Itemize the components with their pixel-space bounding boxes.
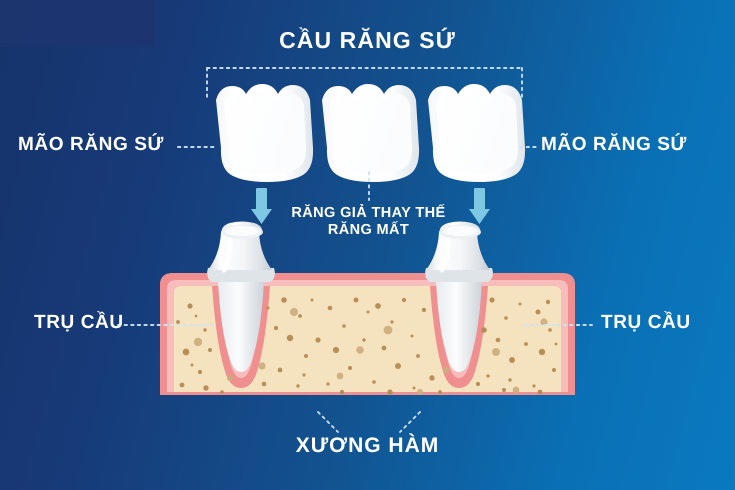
abutment-tooth-left (207, 221, 275, 372)
diagram-title: CẦU RĂNG SỨ (279, 27, 456, 53)
porcelain-crown-left (216, 84, 314, 182)
porcelain-crown-right (428, 84, 526, 182)
label-crown-left: MÃO RĂNG SỨ (18, 134, 164, 155)
placement-arrow-left (251, 188, 272, 224)
leader-lines (117, 67, 593, 433)
label-crown-right: MÃO RĂNG SỨ (541, 134, 687, 155)
label-jawbone: XƯƠNG HÀM (295, 434, 440, 457)
placement-arrow-right (469, 188, 490, 224)
label-abutment-left: TRỤ CẦU (34, 312, 124, 333)
abutment-tooth-right (425, 221, 493, 372)
porcelain-crown-group (216, 84, 526, 182)
leader-jaw-right (399, 411, 421, 433)
label-abutment-right: TRỤ CẦU (601, 312, 691, 333)
label-pontic-line1: RĂNG GIẢ THAY THẾ (291, 205, 446, 221)
abutment-tooth-group (207, 221, 493, 372)
leader-jaw-left (317, 411, 339, 433)
label-pontic-line2: RĂNG MẤT (327, 222, 410, 238)
label-pontic: RĂNG GIẢ THAY THẾ RĂNG MẤT (276, 205, 461, 239)
placement-arrow-group (251, 188, 490, 224)
porcelain-crown-middle (322, 84, 420, 182)
corner-block (0, 0, 155, 47)
